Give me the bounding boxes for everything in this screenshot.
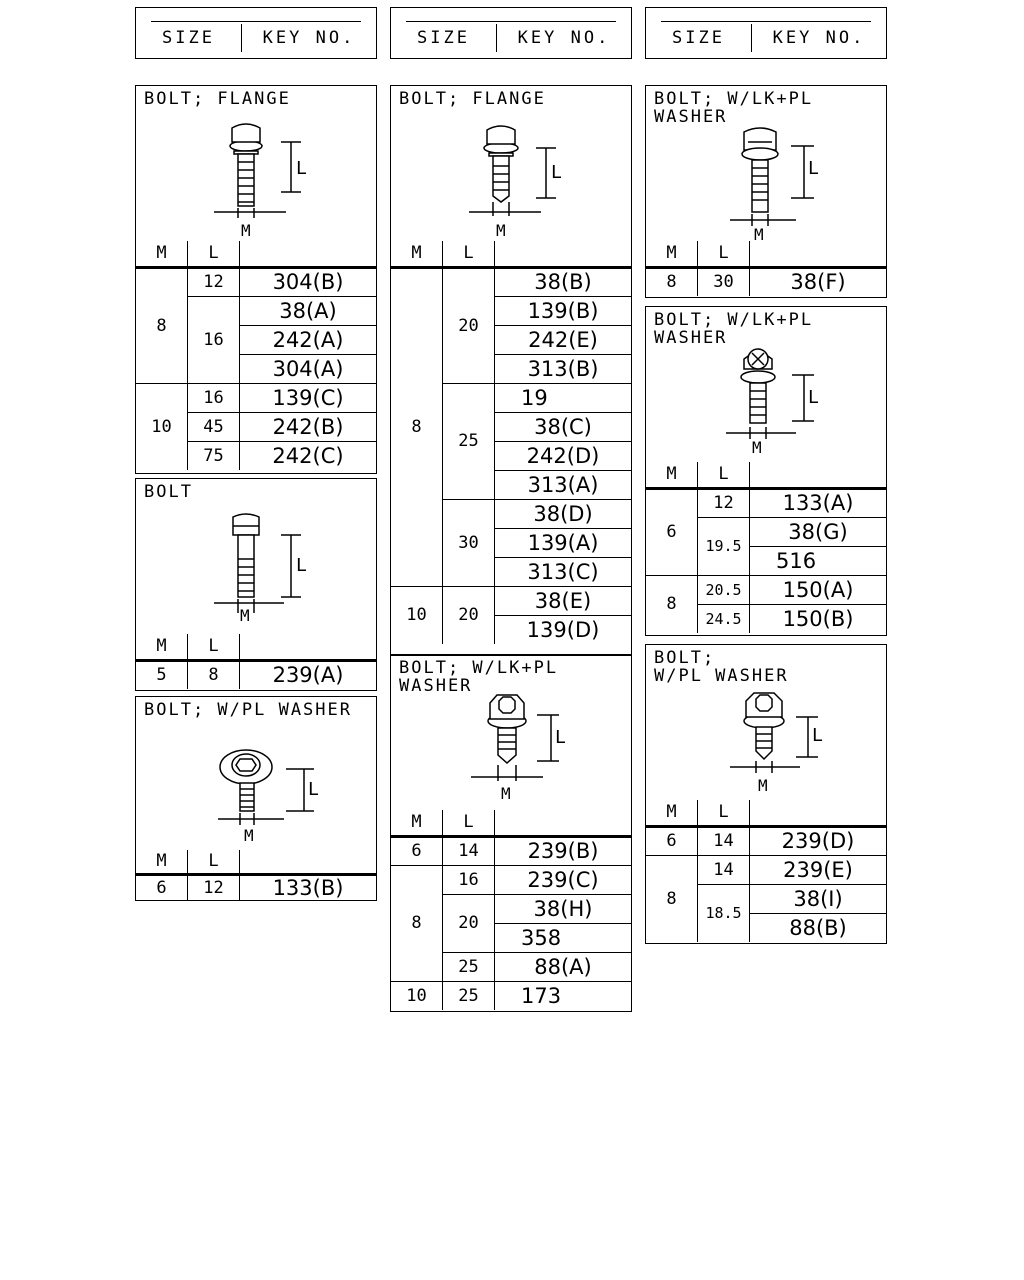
size-key-header: SIZE KEY NO. [645,7,887,59]
diameter-label: M [752,438,762,457]
key-no: 38(C) [494,411,632,442]
washer-bolt-icon: L M [218,749,319,845]
lk-washer-bolt-icon: L M [471,694,566,803]
key-no-label: KEY NO. [262,28,356,48]
size-key-header: SIZE KEY NO. [135,7,377,59]
key-no: 242(E) [494,324,632,355]
size-key-header: SIZE KEY NO. [390,7,632,59]
key-no: 516 [749,545,887,576]
key-no: 239(C) [494,864,632,895]
size-label: SIZE [646,24,752,52]
key-no: 38(D) [494,498,632,529]
key-no: 239(A) [239,659,377,690]
diameter-label: M [501,784,511,803]
diameter-label: M [754,225,764,242]
length-label: L [555,727,566,748]
length-label: L [812,725,823,746]
section-title: BOLT; FLANGE [144,89,291,109]
key-no: 150(A) [749,574,887,605]
key-no: 239(D) [749,825,887,856]
length-label: L [296,158,307,179]
section-title: BOLT [144,482,193,502]
key-no: 242(A) [239,324,377,355]
key-no: 313(B) [494,353,632,384]
key-no: 139(A) [494,527,632,558]
diameter-label: M [758,776,768,795]
length-label: L [808,158,819,179]
flange-bolt-icon: L M [469,125,562,240]
key-no: 38(B) [494,266,632,297]
size-label: SIZE [136,24,242,52]
key-no: 139(C) [239,382,377,413]
section-title: BOLT; W/LK+PL WASHER [654,89,814,127]
key-no: 88(A) [494,951,632,982]
section-title: BOLT; W/LK+PL WASHER [654,310,814,348]
key-no: 38(H) [494,893,632,924]
key-no: 133(B) [239,873,377,900]
key-no: 38(F) [749,266,887,297]
cross-head-bolt-icon: L M [726,348,819,457]
diameter-label: M [241,221,251,240]
key-no: 139(B) [494,295,632,326]
length-label: L [296,555,307,576]
section-title: BOLT; W/LK+PL WASHER [399,658,559,696]
size-label: SIZE [391,24,497,52]
diameter-label: M [244,826,254,845]
key-no: 38(I) [749,883,887,914]
key-no: 88(B) [749,912,887,943]
key-no: 38(G) [749,516,887,547]
lk-washer-bolt-icon: L M [730,127,819,242]
key-no-label: KEY NO. [517,28,611,48]
flange-bolt-icon: L M [214,123,307,240]
section-title: BOLT; W/PL WASHER [144,700,352,720]
key-no: 358 [494,922,632,953]
washer-hex-bolt-icon: L M [730,692,823,795]
key-no: 139(D) [494,614,632,645]
diameter-label: M [496,221,506,240]
length-label: L [308,779,319,800]
key-no: 19 [494,382,632,413]
key-no: 150(B) [749,603,887,634]
key-no: 304(A) [239,353,377,384]
key-no: 242(B) [239,411,377,442]
length-label: L [808,387,819,408]
hex-bolt-icon: L M [214,513,307,625]
section-title: BOLT; FLANGE [399,89,546,109]
key-no-label: KEY NO. [772,28,866,48]
key-no: 239(B) [494,835,632,866]
key-no: 239(E) [749,854,887,885]
diameter-label: M [240,606,250,625]
key-no: 304(B) [239,266,377,297]
key-no: 133(A) [749,487,887,518]
key-no: 313(A) [494,469,632,500]
key-no: 38(A) [239,295,377,326]
section-title: BOLT; W/PL WASHER [654,648,789,686]
key-no: 173 [494,980,632,1011]
key-no: 242(C) [239,440,377,471]
key-no: 38(E) [494,585,632,616]
length-label: L [551,162,562,183]
key-no: 242(D) [494,440,632,471]
key-no: 313(C) [494,556,632,587]
